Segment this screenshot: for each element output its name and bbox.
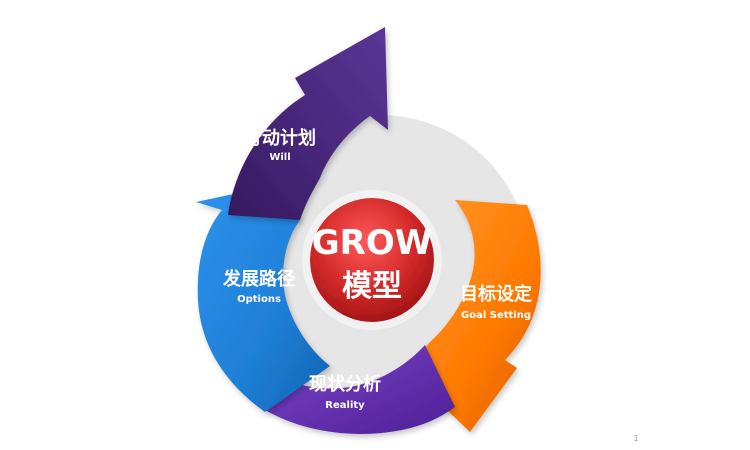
will-label-cn: 行动计划 (243, 127, 316, 149)
corner-mark: 1 (633, 434, 638, 443)
reality-arrow (265, 345, 455, 434)
goal-label-en: Goal Setting (461, 310, 531, 321)
center-node (302, 190, 442, 330)
reality-label-en: Reality (325, 400, 365, 411)
reality-label-cn: 现状分析 (309, 373, 381, 395)
options-label-cn: 发展路径 (222, 268, 295, 290)
options-arrow (196, 182, 330, 412)
will-arrow (228, 27, 388, 220)
will-label-en: Will (269, 152, 290, 163)
goal-label-cn: 目标设定 (460, 283, 532, 305)
center-title: GROW (312, 223, 433, 263)
center-subtitle: 模型 (342, 269, 402, 304)
options-label-en: Options (237, 294, 281, 305)
